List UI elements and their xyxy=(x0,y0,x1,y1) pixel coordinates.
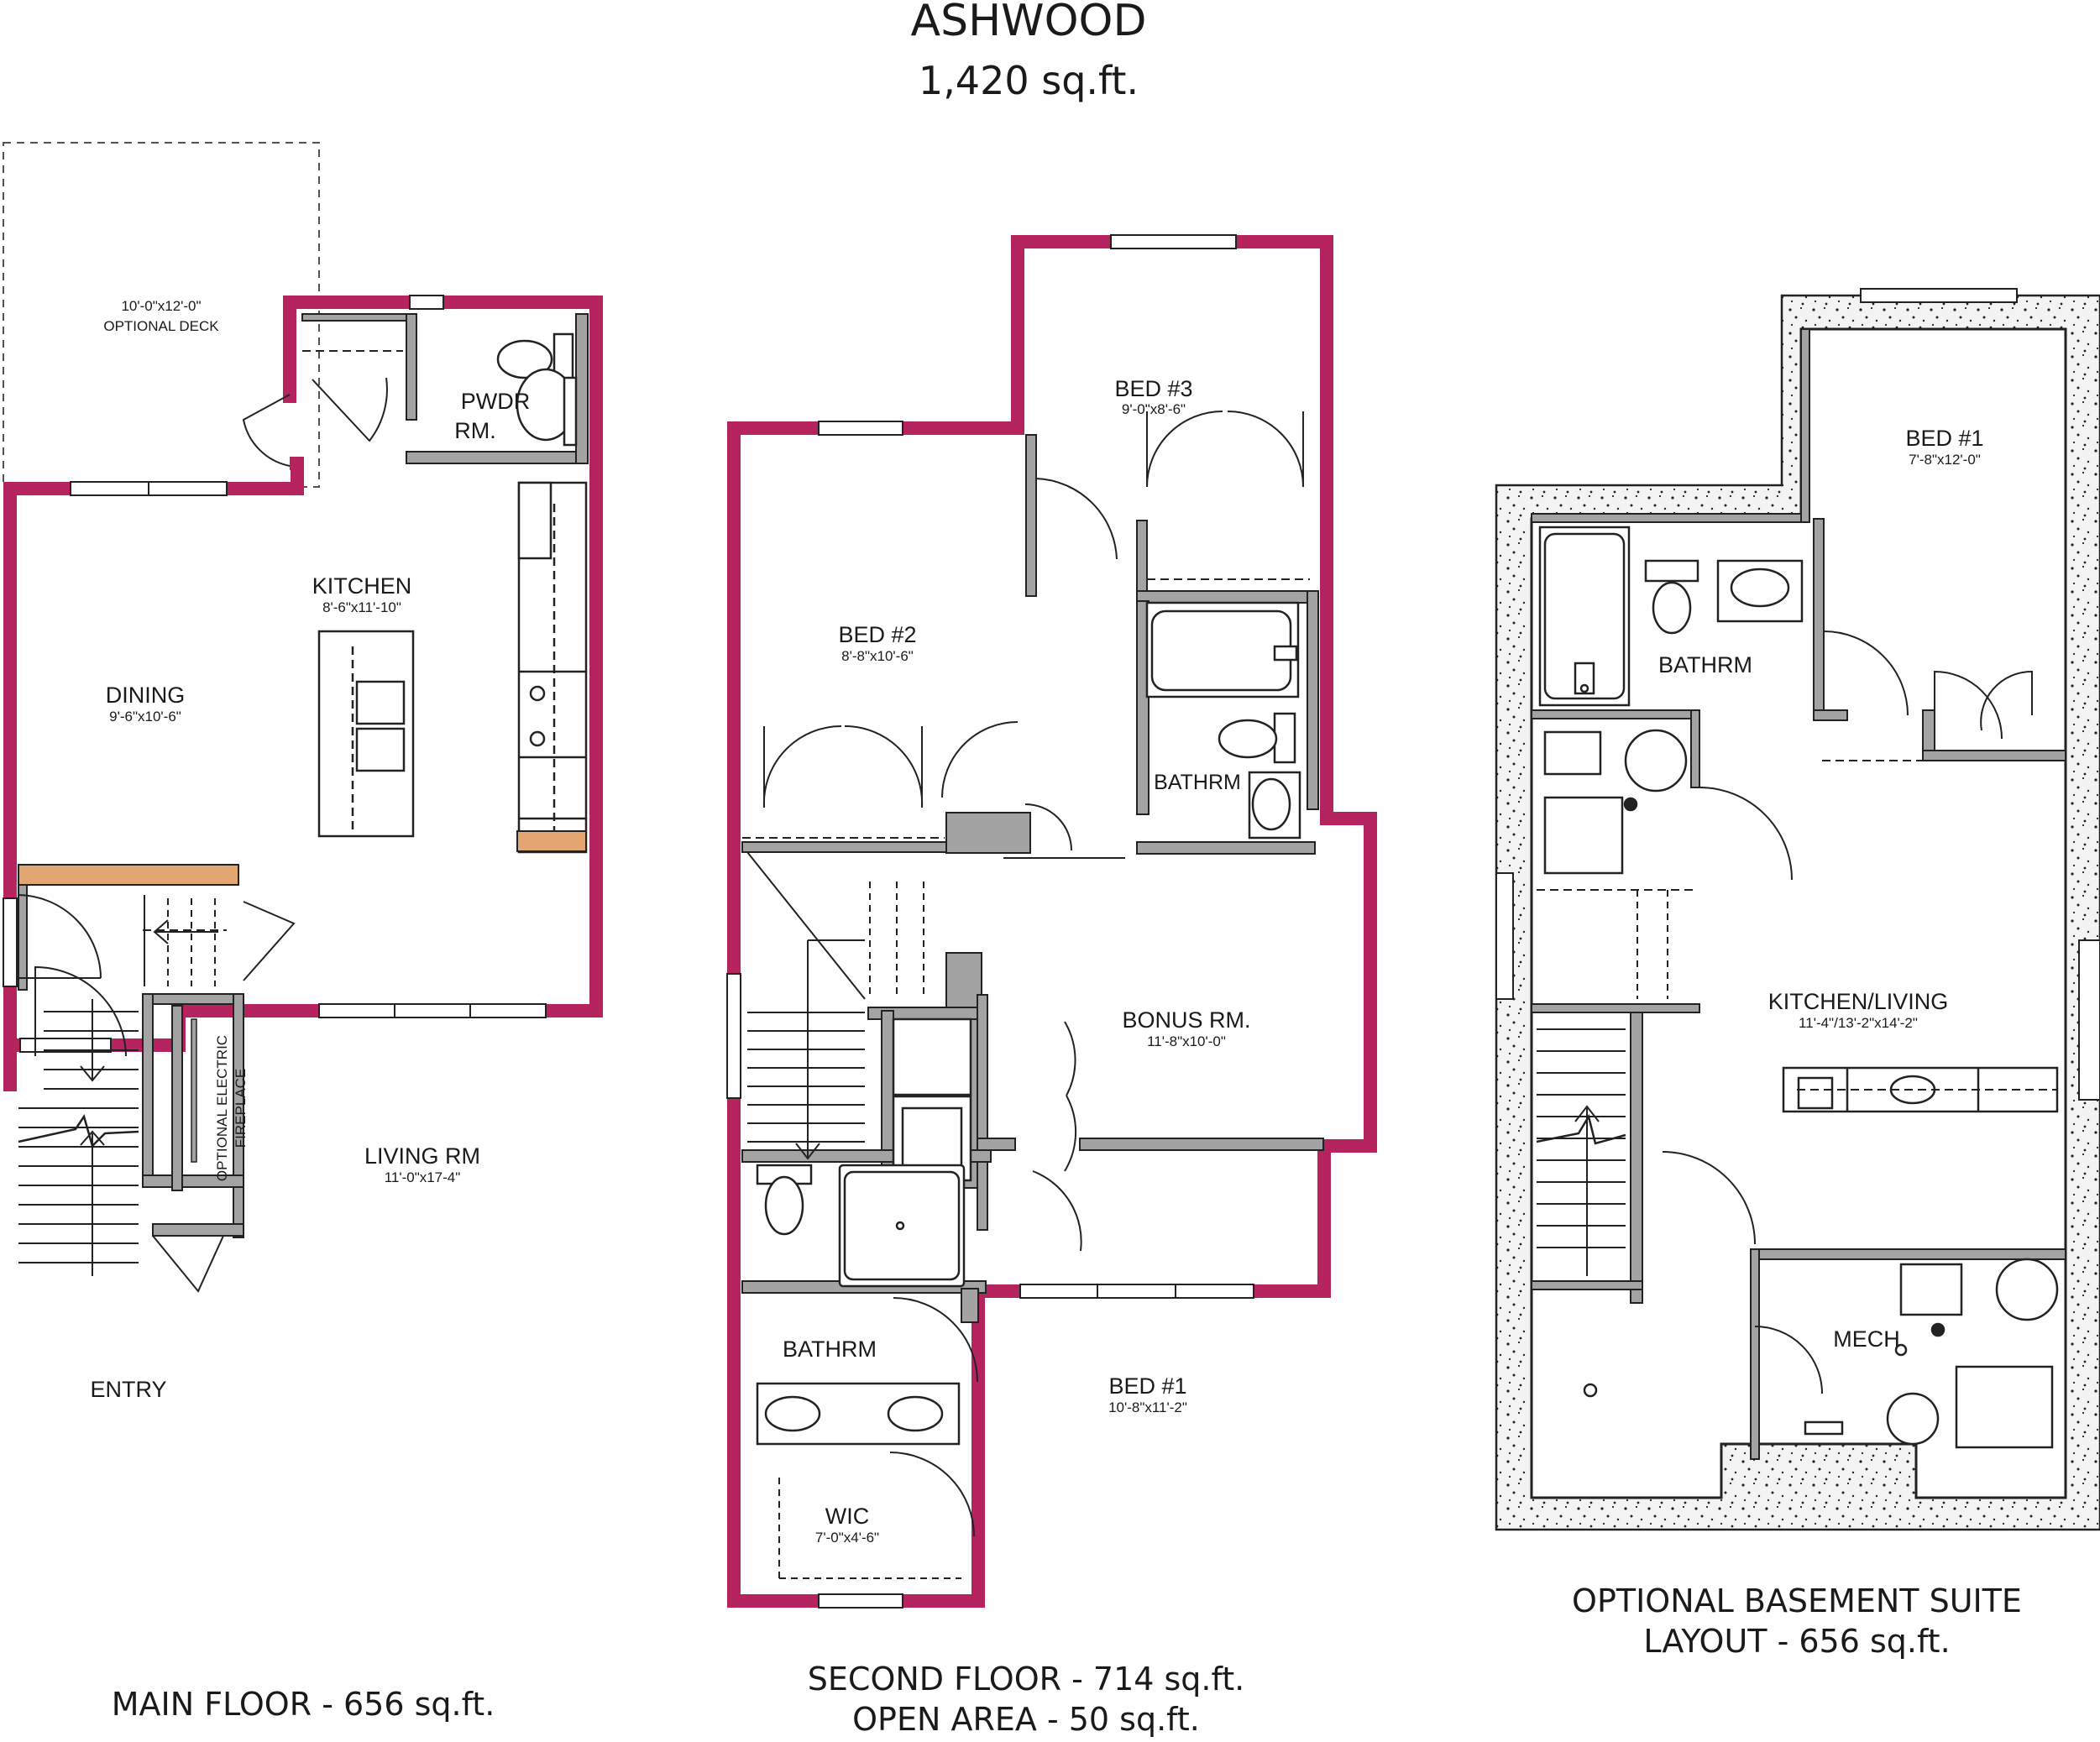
deck-label: OPTIONAL DECK xyxy=(103,318,219,334)
entry-label: ENTRY xyxy=(90,1377,166,1402)
upper-bathrm-label: BATHRM xyxy=(1154,771,1241,794)
laundry-appliances xyxy=(892,1017,972,1182)
closet-fixtures xyxy=(242,350,403,467)
main-doors xyxy=(18,894,296,1293)
basement-windows xyxy=(1495,288,2100,1101)
mech-label: MECH xyxy=(1833,1326,1900,1352)
lower-bath-fixtures xyxy=(756,1164,966,1446)
powder-room-label-2: RM. xyxy=(454,418,496,443)
powder-room-label-1: PWDR xyxy=(461,389,531,414)
bed2-label: BED #2 xyxy=(838,622,916,647)
kitchen-island xyxy=(317,630,415,838)
fireplace-note-line1: OPTIONAL ELECTRIC xyxy=(214,1035,230,1181)
second-interior-walls xyxy=(741,434,1324,1323)
side-window xyxy=(3,897,18,987)
model-name: ASHWOOD xyxy=(911,0,1147,46)
basement-bed1-dims: 7'-8"x12'-0" xyxy=(1909,452,1981,468)
second-windows xyxy=(726,234,1254,1609)
second-stair xyxy=(746,851,924,1160)
kitchen-dims: 8'-6"x11'-10" xyxy=(322,599,401,615)
fireplace-note: OPTIONAL ELECTRIC FIREPLACE xyxy=(214,1035,249,1181)
powder-room-walls xyxy=(301,313,589,464)
bed3-dims: 9'-0"x8'-6" xyxy=(1122,401,1186,417)
second-floor-caption-1: SECOND FLOOR - 714 sq.ft. xyxy=(808,1661,1244,1698)
kitchen-counter xyxy=(517,481,588,854)
fireplace-unit xyxy=(191,1018,197,1163)
upper-bath-fixtures xyxy=(1145,601,1301,840)
bed2-dims: 8'-8"x10'-6" xyxy=(841,648,914,664)
basement-bed1-label: BED #1 xyxy=(1905,426,1983,451)
lower-bathrm-label: BATHRM xyxy=(783,1337,877,1362)
kitchen-label: KITCHEN xyxy=(312,573,412,599)
wood-counter-left xyxy=(18,864,239,886)
bed1-dims: 10'-8"x11'-2" xyxy=(1108,1399,1187,1415)
living-label: LIVING RM xyxy=(364,1143,480,1169)
living-dims: 11'-0"x17-4" xyxy=(385,1169,461,1185)
second-floor-walls xyxy=(727,235,1377,1608)
deck-dims: 10'-0"x12'-0" xyxy=(121,298,201,314)
kitchen-living-label: KITCHEN/LIVING xyxy=(1768,989,1949,1014)
wood-counter-right xyxy=(516,830,587,852)
basement-plan: BED #1 7'-8"x12'-0" BATHRM KITCHEN/LIVIN… xyxy=(1495,288,2100,1660)
basement-caption-2: LAYOUT - 656 sq.ft. xyxy=(1643,1623,1950,1660)
total-area: 1,420 sq.ft. xyxy=(919,58,1139,103)
basement-bathrm-label: BATHRM xyxy=(1658,652,1752,677)
wic-dims: 7'-0"x4'-6" xyxy=(815,1530,879,1546)
wic-label: WIC xyxy=(825,1504,869,1529)
optional-deck-outline xyxy=(3,142,320,488)
main-windows xyxy=(19,295,547,1053)
second-floor-caption-2: OPEN AREA - 50 sq.ft. xyxy=(852,1701,1200,1738)
main-floor-walls xyxy=(3,296,603,1091)
bed3-label: BED #3 xyxy=(1114,376,1192,401)
main-floor-plan: PWDR RM. 10'-0"x12'-0" OPTIONAL DECK xyxy=(3,142,603,1723)
main-floor-caption: MAIN FLOOR - 656 sq.ft. xyxy=(112,1686,495,1723)
powder-toilet-icon xyxy=(496,332,578,447)
bonus-label: BONUS RM. xyxy=(1122,1007,1250,1033)
basement-walls xyxy=(1531,328,2066,1460)
dining-dims: 9'-6"x10'-6" xyxy=(109,709,181,725)
second-closets xyxy=(742,411,1310,1579)
plan-header: ASHWOOD 1,420 sq.ft. xyxy=(911,0,1147,103)
basement-caption-1: OPTIONAL BASEMENT SUITE xyxy=(1572,1582,2022,1619)
main-stair-treads xyxy=(18,895,227,1276)
second-floor-plan: BATHRM BED #3 9'-0"x8'-6" BED #2 8'-8"x1… xyxy=(726,234,1377,1738)
basement-linework xyxy=(1536,630,2066,1394)
fireplace-note-line2: FIREPLACE xyxy=(233,1069,249,1148)
dining-label: DINING xyxy=(106,683,186,708)
kitchen-living-dims: 11'-4"/13'-2"x14'-2" xyxy=(1799,1015,1918,1031)
main-stair-walls xyxy=(18,884,244,1238)
bed1-label: BED #1 xyxy=(1108,1373,1186,1399)
bonus-dims: 11'-8"x10'-0" xyxy=(1147,1033,1226,1049)
